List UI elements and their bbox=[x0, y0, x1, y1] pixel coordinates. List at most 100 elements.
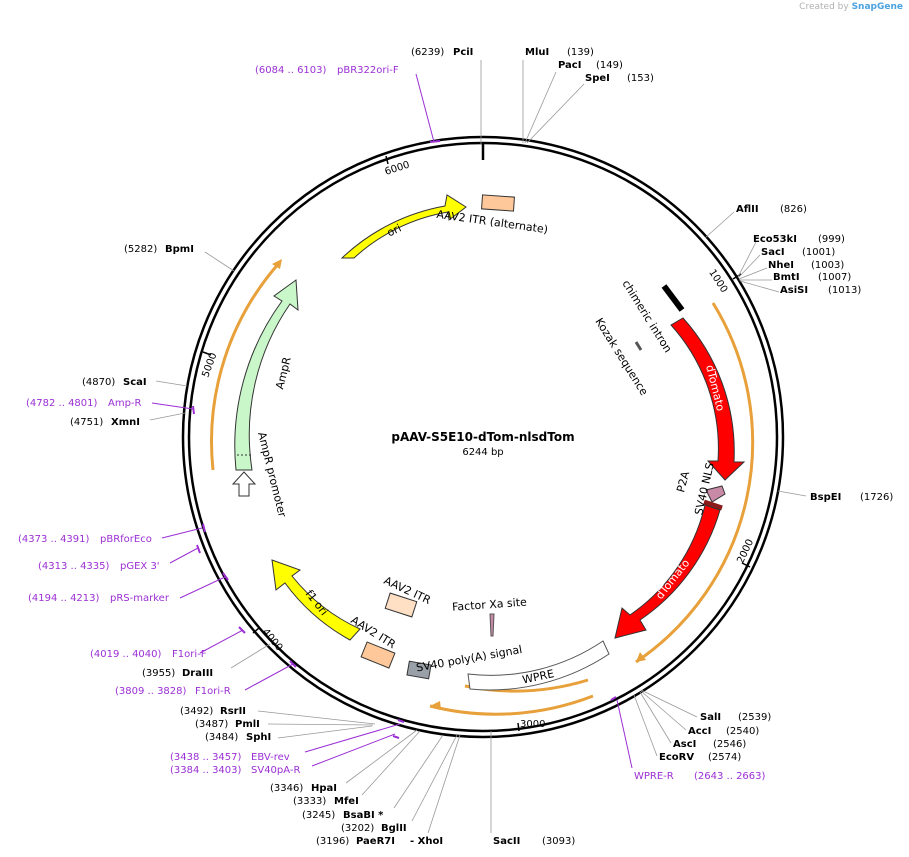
primer-line bbox=[304, 723, 401, 753]
primer-mark bbox=[392, 735, 400, 739]
site-line bbox=[411, 734, 458, 822]
primer-line bbox=[415, 73, 435, 143]
ruler-tick bbox=[517, 722, 520, 732]
primer-range: (4019 .. 4040) bbox=[90, 649, 162, 660]
enzyme-name: PaeR7I bbox=[356, 836, 395, 847]
primer-range: (6084 .. 6103) bbox=[255, 65, 327, 76]
enzyme-name: ScaI bbox=[123, 377, 147, 388]
enzyme-name: BsaBI * bbox=[343, 810, 384, 821]
site-line bbox=[738, 267, 768, 280]
primer-line bbox=[179, 576, 226, 599]
ori-label: ori bbox=[385, 222, 404, 240]
primer-name: F1ori-R bbox=[195, 686, 231, 697]
site-line bbox=[267, 723, 374, 726]
enzyme-name: XmnI bbox=[111, 417, 140, 428]
credit-text: Created by bbox=[799, 2, 849, 12]
enzyme-name: PciI bbox=[453, 47, 473, 58]
snapgene-logo: SnapGene bbox=[851, 2, 903, 12]
primer-line bbox=[161, 527, 203, 539]
orf-arc-right-head bbox=[636, 652, 646, 662]
primer-mark bbox=[289, 660, 297, 668]
plasmid-length: 6244 bp bbox=[462, 447, 503, 458]
enzyme-name: AccI bbox=[688, 726, 711, 737]
backbone-inner bbox=[187, 141, 779, 733]
site-position: (139) bbox=[567, 47, 594, 58]
primer-mark bbox=[222, 572, 229, 581]
enzyme-name: MluI bbox=[525, 47, 549, 58]
enzyme-sites: (6239) PciI MluI (139) PacI (149) SpeI (… bbox=[70, 47, 893, 847]
enzyme-name: BglII bbox=[381, 823, 407, 834]
enzyme-name: MfeI bbox=[334, 796, 359, 807]
f1-ori-arrow bbox=[271, 559, 361, 641]
ruler-tick bbox=[252, 627, 260, 634]
itr-alternate-label: AAV2 ITR (alternate) bbox=[436, 208, 549, 237]
primer-name: Amp-R bbox=[108, 398, 142, 409]
site-position: (3492) bbox=[180, 706, 213, 717]
primer-sites: (6084 .. 6103) pBR322ori-F (4782 .. 4801… bbox=[18, 65, 766, 782]
itr-2-box bbox=[360, 641, 396, 669]
enzyme-name: BmtI bbox=[773, 272, 800, 283]
site-line bbox=[204, 251, 235, 272]
primer-line bbox=[244, 663, 294, 691]
enzyme-name: AscI bbox=[673, 739, 696, 750]
site-line bbox=[704, 211, 735, 239]
site-line bbox=[639, 691, 672, 744]
site-position: (2546) bbox=[713, 739, 746, 750]
dtomato-1-arrow bbox=[670, 317, 746, 481]
site-position: (2540) bbox=[726, 726, 759, 737]
primer-line bbox=[616, 699, 633, 769]
dtomato-2-label: dTomato bbox=[653, 557, 692, 602]
primer-mark bbox=[192, 405, 195, 415]
ampr-promoter-label: AmpR promoter bbox=[255, 431, 289, 519]
enzyme-name: - XhoI bbox=[410, 836, 443, 847]
site-position: (999) bbox=[818, 234, 845, 245]
ruler-label: 5000 bbox=[200, 351, 219, 379]
itr-1-box bbox=[384, 592, 418, 618]
primer-range: (4373 .. 4391) bbox=[18, 534, 90, 545]
sv40-polya-label: SV40 poly(A) signal bbox=[415, 643, 523, 674]
itr-alternate-box bbox=[481, 194, 515, 212]
site-line bbox=[257, 710, 376, 725]
site-position: (5282) bbox=[124, 244, 157, 255]
primer-mark bbox=[238, 626, 246, 634]
enzyme-name: Eco53kI bbox=[753, 234, 797, 245]
ruler-tick bbox=[732, 273, 742, 280]
enzyme-name: BspEI bbox=[810, 492, 841, 503]
ruler-label: 3000 bbox=[520, 719, 545, 730]
site-position: (6239) bbox=[411, 47, 444, 58]
site-line bbox=[155, 380, 188, 387]
enzyme-name: NheI bbox=[768, 260, 794, 271]
site-position: (3245) bbox=[302, 810, 335, 821]
site-line bbox=[737, 241, 757, 278]
dtomato-2-arrow bbox=[614, 504, 721, 639]
site-position: (3346) bbox=[270, 783, 303, 794]
site-line bbox=[640, 689, 698, 718]
primer-name: EBV-rev bbox=[251, 752, 290, 763]
enzyme-name: SphI bbox=[246, 732, 271, 743]
site-line bbox=[149, 412, 186, 421]
ampr-label: AmpR bbox=[273, 355, 294, 390]
factor-xa-marker bbox=[489, 613, 495, 637]
enzyme-name: SpeI bbox=[585, 73, 610, 84]
site-position: (826) bbox=[780, 204, 807, 215]
ori-feature-arrow bbox=[340, 194, 467, 259]
primer-range: (3809 .. 3828) bbox=[115, 686, 187, 697]
sv40-nls-bar bbox=[703, 499, 723, 511]
site-position: (1726) bbox=[860, 492, 893, 503]
enzyme-name: SacI bbox=[761, 247, 785, 258]
primer-name: pBR322ori-F bbox=[337, 65, 399, 76]
site-position: (3202) bbox=[341, 823, 374, 834]
primer-range: (4313 .. 4335) bbox=[38, 561, 110, 572]
orf-arc-bottom-2 bbox=[429, 694, 594, 716]
site-position: (1001) bbox=[802, 247, 835, 258]
site-position: (149) bbox=[596, 60, 623, 71]
chimeric-intron-bar bbox=[661, 284, 685, 312]
ruler-tick bbox=[385, 155, 389, 165]
enzyme-name: HpaI bbox=[311, 783, 337, 794]
kozak-label: Kozak sequence bbox=[592, 316, 650, 398]
site-line bbox=[524, 71, 557, 144]
p2a-marker bbox=[705, 485, 726, 503]
site-position: (3196) bbox=[316, 836, 349, 847]
site-position: (4870) bbox=[82, 377, 115, 388]
